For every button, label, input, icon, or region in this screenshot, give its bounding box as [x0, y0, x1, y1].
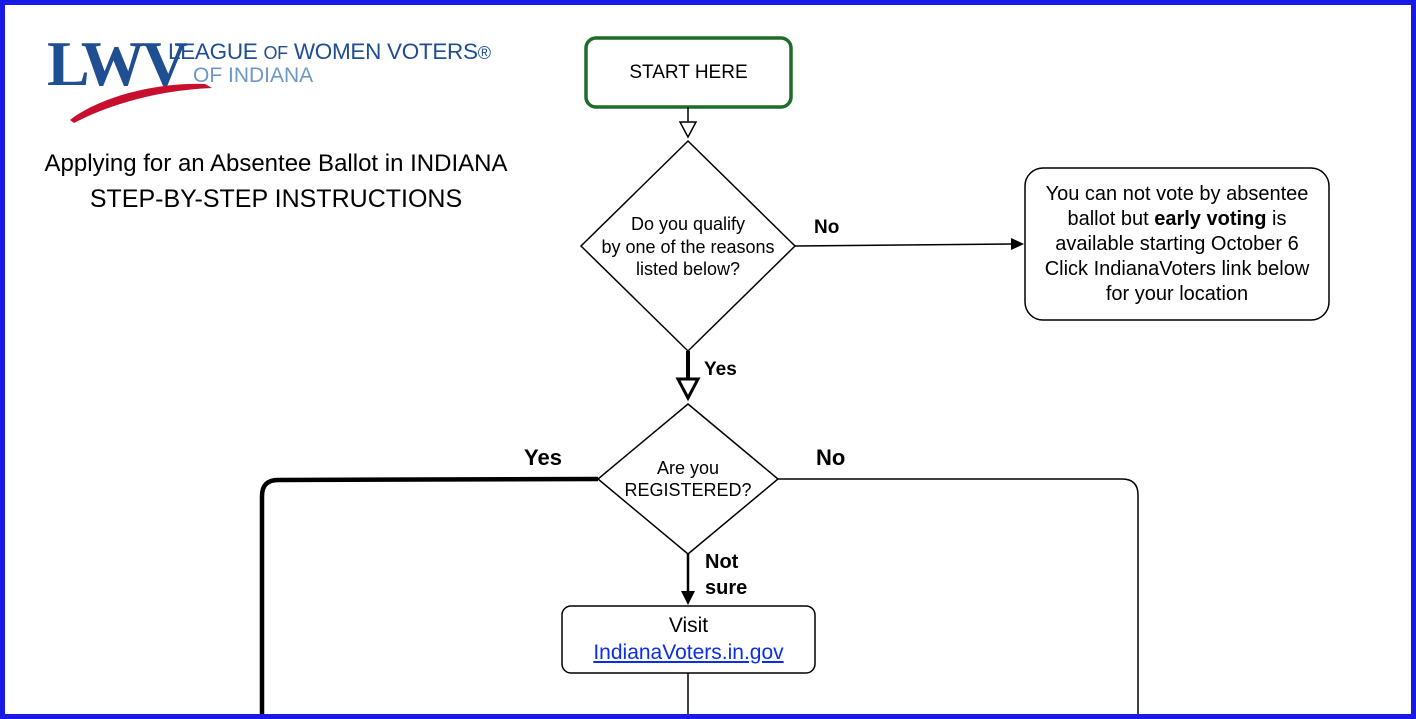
logo-state-name: OF INDIANA [193, 64, 314, 87]
registered-question-line: Are you [656, 457, 720, 478]
early-voting-text: ballot but [1067, 207, 1149, 230]
qualify-question-line: listed below? [635, 259, 741, 280]
logo-women-voters-text: WOMEN VOTERS [293, 39, 478, 64]
registered-question: Are you REGISTERED? [598, 451, 778, 507]
registered-yes-path [259, 476, 599, 719]
logo-organization-name: LEAGUE OF WOMEN VOTERS® [168, 39, 491, 65]
registered-no-label: No [816, 445, 846, 470]
qualify-no-label: No [814, 217, 840, 238]
visit-label: Visit [668, 614, 709, 638]
qualify-question-line: Do you qualify [630, 214, 746, 235]
early-voting-line: Click IndianaVoters link below [1044, 257, 1310, 280]
early-voting-box [1024, 167, 1330, 321]
registered-question-line: REGISTERED? [624, 480, 752, 500]
early-voting-line: You can not vote by absentee [1045, 182, 1309, 205]
indiana-voters-link[interactable]: IndianaVoters.in.gov [593, 640, 784, 664]
logo-of-text: OF [263, 43, 288, 63]
logo-wordmark: LWV [47, 28, 188, 99]
early-voting-line: for your location [1105, 282, 1249, 305]
early-voting-message: You can not vote by absentee ballot but … [1025, 168, 1329, 320]
qualify-no-line [794, 243, 1013, 247]
qualify-yes-label: Yes [704, 359, 737, 380]
early-voting-line: available starting October 6 [1055, 232, 1299, 255]
start-node-label: START HERE [629, 61, 748, 83]
not-sure-label: Not sure [705, 549, 747, 601]
not-sure-label-line: sure [705, 577, 748, 599]
qualify-question: Do you qualify by one of the reasons lis… [581, 208, 795, 286]
page-title: Applying for an Absentee Ballot in INDIA… [44, 150, 508, 177]
qualify-no-arrowhead [1011, 238, 1024, 250]
logo-league-text: LEAGUE [168, 39, 258, 64]
registered-yes-label: Yes [524, 445, 562, 470]
page-subtitle: STEP-BY-STEP INSTRUCTIONS [89, 185, 463, 213]
early-voting-text: is [1272, 207, 1287, 230]
qualify-yes-arrowhead [675, 377, 701, 402]
qualify-question-line: by one of the reasons [601, 236, 775, 257]
start-to-qualify-arrowhead [678, 121, 698, 139]
early-voting-emphasis: early voting [1154, 207, 1267, 230]
registered-no-path [778, 478, 1139, 719]
logo-swoosh [70, 83, 212, 123]
logo-registered-mark: ® [477, 43, 491, 63]
early-voting-line: ballot but early voting is [1067, 207, 1286, 232]
visit-node: Visit IndianaVoters.in.gov [562, 606, 815, 673]
not-sure-label-line: Not [705, 551, 739, 573]
not-sure-arrowhead [681, 591, 695, 605]
